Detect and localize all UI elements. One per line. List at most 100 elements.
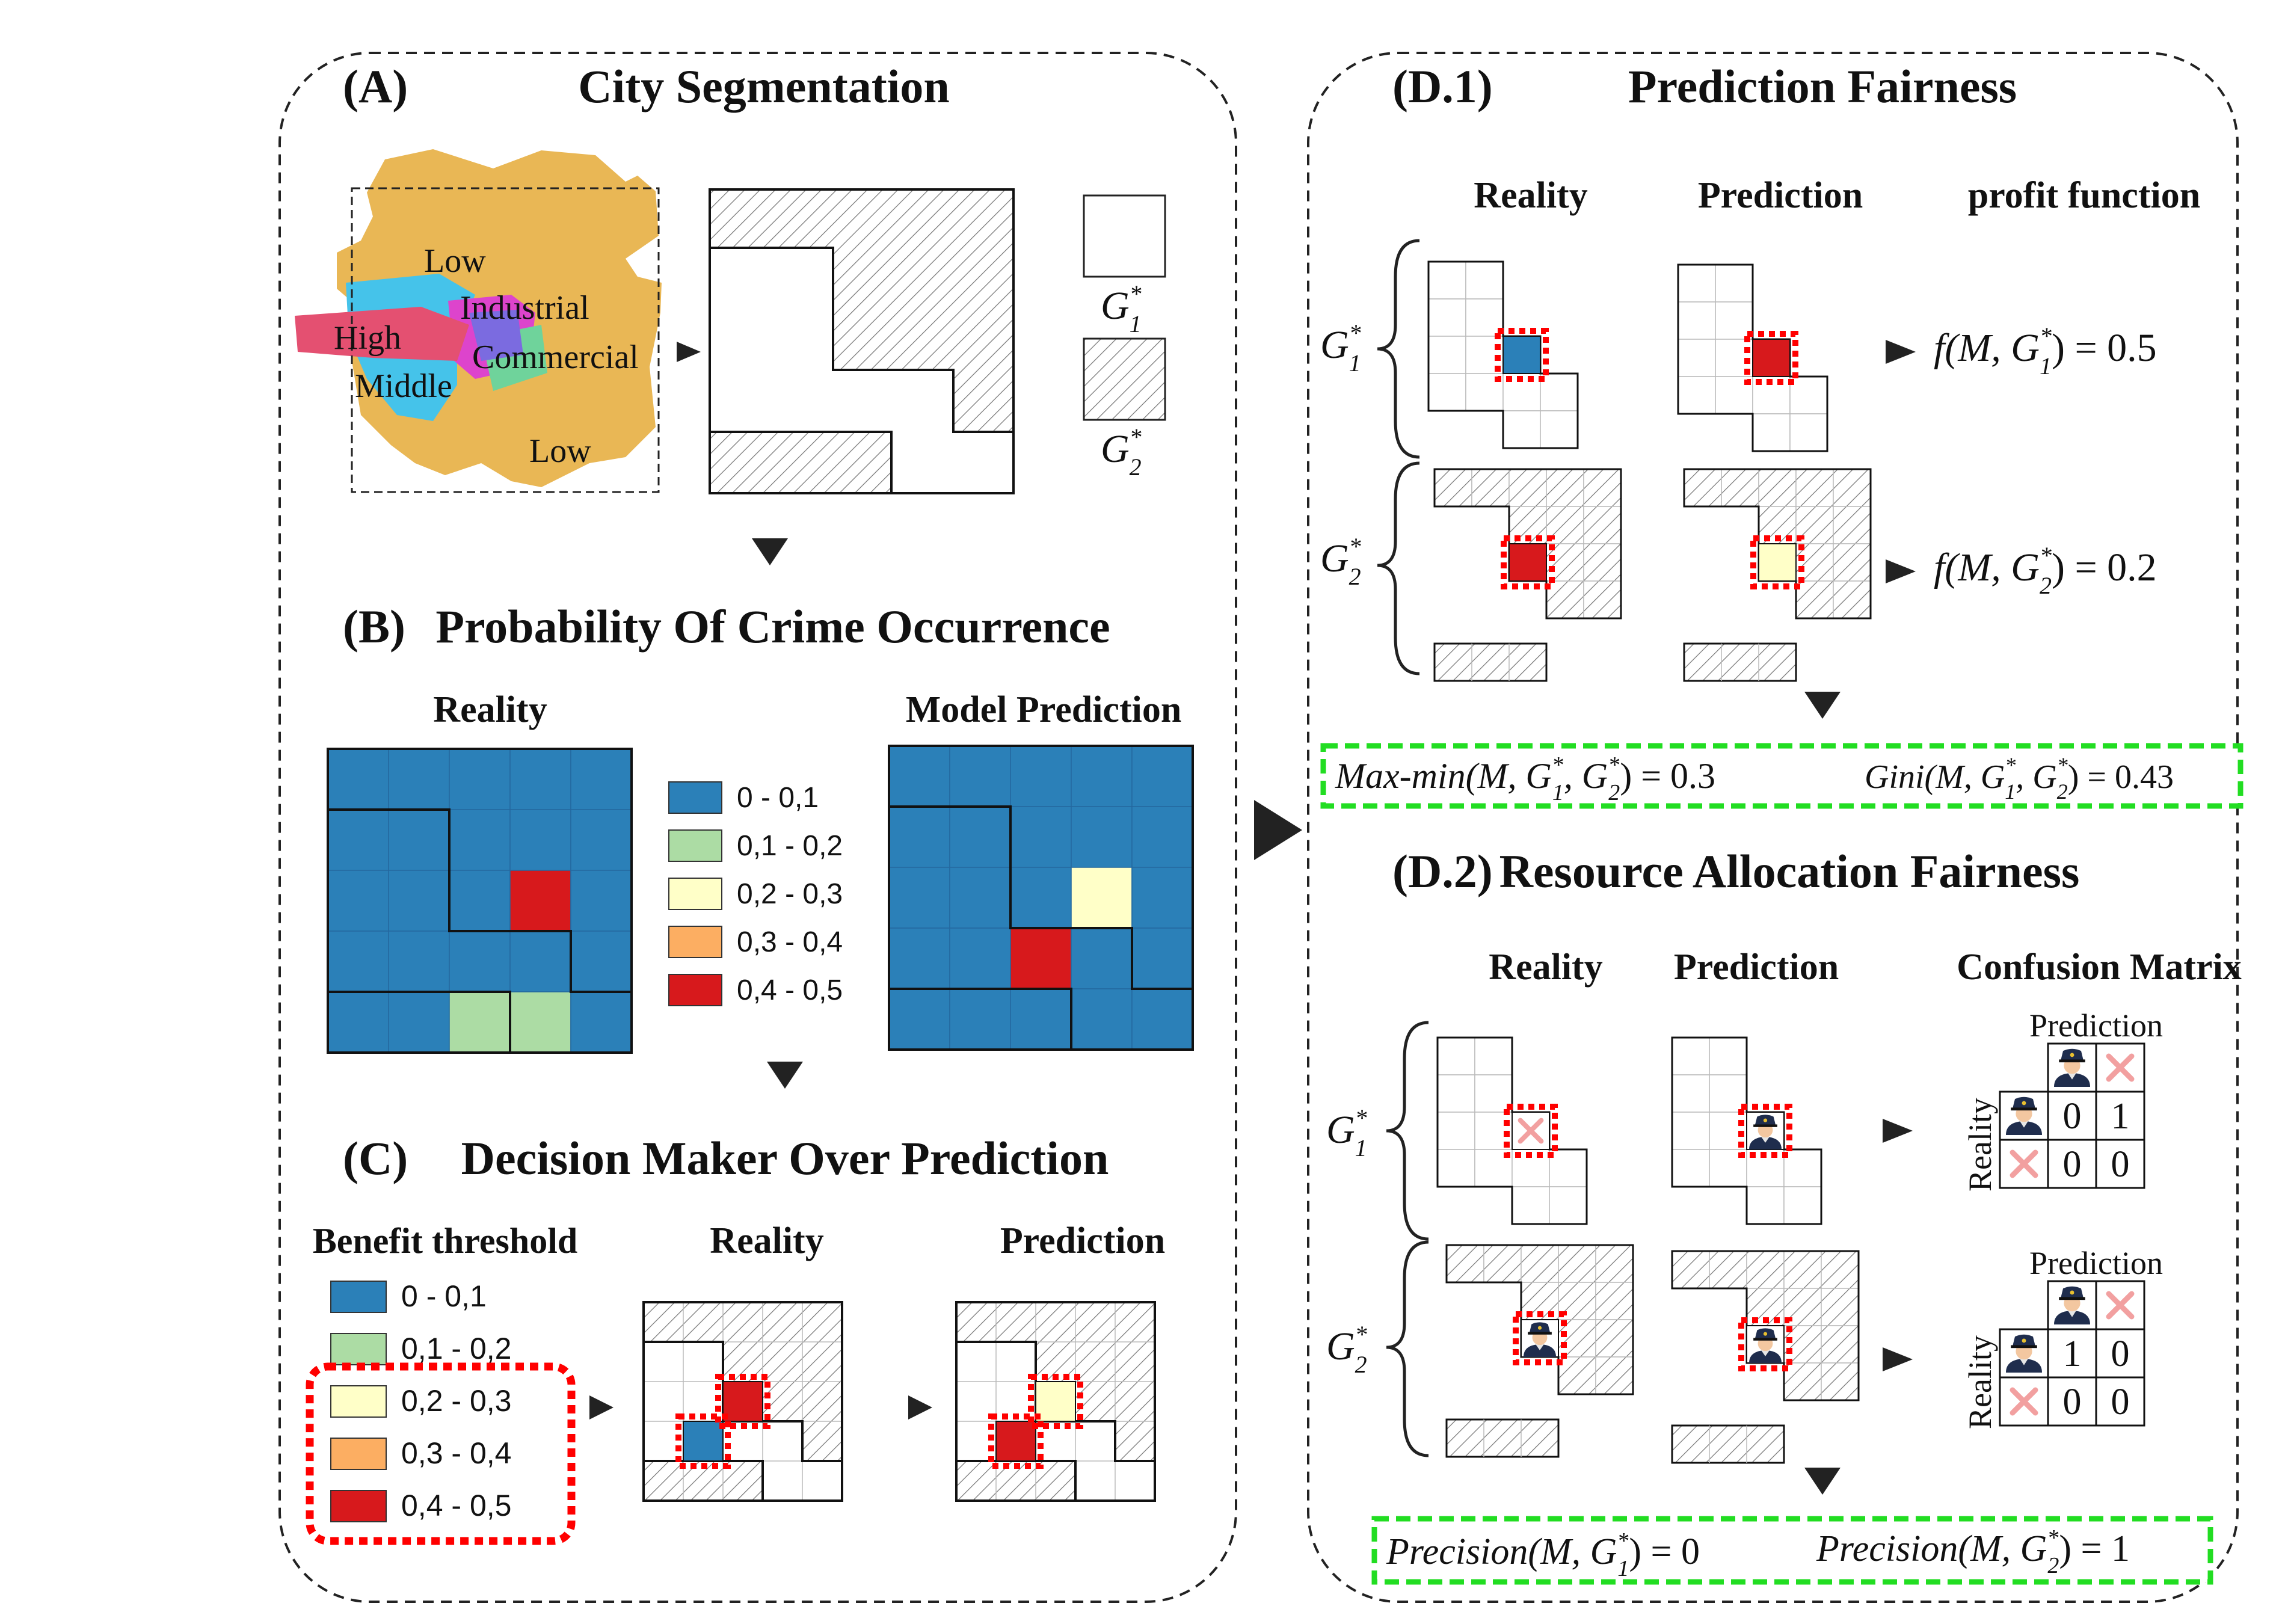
cm-value: 0 bbox=[2111, 1144, 2130, 1185]
shape-cell bbox=[1833, 469, 1871, 507]
police-officer-icon bbox=[1749, 1115, 1782, 1149]
heatmap-cell bbox=[1071, 867, 1133, 929]
police-officer-icon bbox=[2054, 1286, 2090, 1324]
shape-cell bbox=[1546, 469, 1584, 507]
selection-highlight bbox=[675, 1413, 731, 1469]
shape-cell bbox=[1471, 469, 1510, 507]
heatmap-cell bbox=[1010, 988, 1072, 1050]
shape-selected bbox=[1508, 543, 1547, 582]
d1-g1-brace bbox=[1377, 239, 1420, 459]
heatmap-cell bbox=[1010, 867, 1072, 929]
shape-cell bbox=[1583, 469, 1622, 507]
selection-highlight bbox=[1028, 1374, 1083, 1429]
heatmap-cell bbox=[509, 870, 571, 932]
heatmap-cell bbox=[388, 748, 450, 810]
shape-cell bbox=[1583, 580, 1622, 619]
shape-outline bbox=[1677, 263, 1828, 452]
heatmap-cell bbox=[1010, 927, 1072, 989]
legend-label: 0,3 - 0,4 bbox=[401, 1436, 511, 1470]
arrow-map-to-seg bbox=[677, 342, 701, 362]
shape-cell bbox=[1678, 264, 1716, 303]
legend-label: 0,4 - 0,5 bbox=[401, 1489, 511, 1522]
b-prediction-label: Model Prediction bbox=[906, 689, 1182, 730]
legend-swatch bbox=[668, 878, 722, 910]
c-threshold-label: Benefit threshold bbox=[313, 1221, 578, 1261]
shape-cell bbox=[1746, 1186, 1785, 1225]
legend-swatch bbox=[668, 926, 722, 958]
selection-highlight bbox=[1513, 1311, 1567, 1365]
d1-metrics-box bbox=[1320, 743, 2243, 809]
c-reality-label: Reality bbox=[710, 1220, 823, 1261]
cross-icon bbox=[2010, 1387, 2038, 1416]
heatmap-cell bbox=[388, 930, 450, 992]
d1-f2: f(M, G*2) = 0.2 bbox=[1934, 542, 2157, 599]
shape-cell bbox=[1821, 1362, 1859, 1401]
heatmap-cell bbox=[1131, 988, 1193, 1050]
shape-cell bbox=[1546, 580, 1584, 619]
shape-selected bbox=[1502, 336, 1541, 374]
cross-icon bbox=[1518, 1118, 1544, 1144]
heatmap-frame bbox=[327, 748, 633, 1054]
heatmap-cell bbox=[949, 927, 1011, 989]
legend-label: 0 - 0,1 bbox=[401, 1279, 487, 1313]
d2-arrow-down bbox=[1804, 1468, 1841, 1495]
shape-cell bbox=[1595, 1319, 1634, 1358]
shape-cell bbox=[1428, 336, 1466, 374]
selection-highlight bbox=[988, 1413, 1044, 1469]
panel-d1-title: Prediction Fairness bbox=[1628, 60, 2017, 112]
heatmap-cell bbox=[1131, 927, 1193, 989]
heatmap-cell bbox=[449, 870, 511, 932]
heatmap-cell bbox=[888, 745, 950, 807]
shape-cell bbox=[1821, 1250, 1859, 1289]
d2-g2-reality-shape bbox=[1445, 1244, 1634, 1458]
shape-cell bbox=[1558, 1356, 1596, 1395]
d2-arrow-1 bbox=[1883, 1119, 1913, 1143]
shape-selected bbox=[1758, 543, 1797, 582]
heatmap-cell bbox=[949, 806, 1011, 868]
heatmap-cell bbox=[1071, 988, 1133, 1050]
shape-cell bbox=[1746, 1250, 1785, 1289]
heatmap-reality bbox=[327, 748, 633, 1054]
cm-value-cell bbox=[2095, 1328, 2145, 1379]
threshold-highlight bbox=[306, 1362, 576, 1545]
heatmap-cell bbox=[449, 809, 511, 871]
cm-value: 0 bbox=[2063, 1096, 2082, 1137]
panel-d1: (D.1) Prediction Fairness Reality Predic… bbox=[1320, 60, 2243, 809]
heatmap-cell bbox=[570, 930, 632, 992]
police-officer-icon bbox=[1524, 1322, 1556, 1357]
shape-cell bbox=[1721, 469, 1759, 507]
shape-cell bbox=[1671, 1037, 1710, 1075]
heatmap-cell bbox=[509, 748, 571, 810]
legend-label: 0,3 - 0,4 bbox=[737, 926, 843, 958]
heatmap-cell bbox=[327, 870, 389, 932]
d2-prec2: Precision(M, G*2) = 1 bbox=[1816, 1525, 2130, 1578]
shape-cell bbox=[1833, 580, 1871, 619]
shape-selected bbox=[1752, 339, 1791, 377]
cm-value: 0 bbox=[2063, 1382, 2082, 1423]
selection-highlight bbox=[1504, 1104, 1558, 1158]
cm-reality-label: Reality bbox=[1962, 1335, 1998, 1429]
shape-cell bbox=[1795, 469, 1834, 507]
cm-value: 1 bbox=[2063, 1333, 2082, 1374]
cm-prediction-label: Prediction bbox=[2029, 1245, 2163, 1281]
g2-swatch bbox=[1083, 337, 1166, 421]
cm-prediction-label: Prediction bbox=[2029, 1007, 2163, 1044]
d2-g1-brace bbox=[1386, 1021, 1429, 1241]
heatmap-cell bbox=[570, 991, 632, 1053]
shape-cell bbox=[1833, 543, 1871, 582]
d2-g1-prediction-shape bbox=[1671, 1036, 1822, 1225]
selection-highlight bbox=[1738, 1104, 1792, 1158]
d1-arrow-down bbox=[1804, 692, 1841, 719]
cm-value: 1 bbox=[2111, 1096, 2130, 1137]
map-violet-region bbox=[469, 310, 523, 361]
shape-cell bbox=[1502, 410, 1541, 449]
heatmap-cell bbox=[570, 748, 632, 810]
city-map: Low Industrial High Commercial Middle Lo… bbox=[295, 149, 662, 493]
shape-cell bbox=[1434, 469, 1472, 507]
arrow-a-to-b bbox=[752, 538, 788, 565]
shape-cell bbox=[1671, 1149, 1710, 1187]
panel-d1-tag: (D.1) bbox=[1392, 60, 1493, 112]
shape-cell bbox=[1758, 469, 1797, 507]
heatmap-cell bbox=[1071, 927, 1133, 989]
